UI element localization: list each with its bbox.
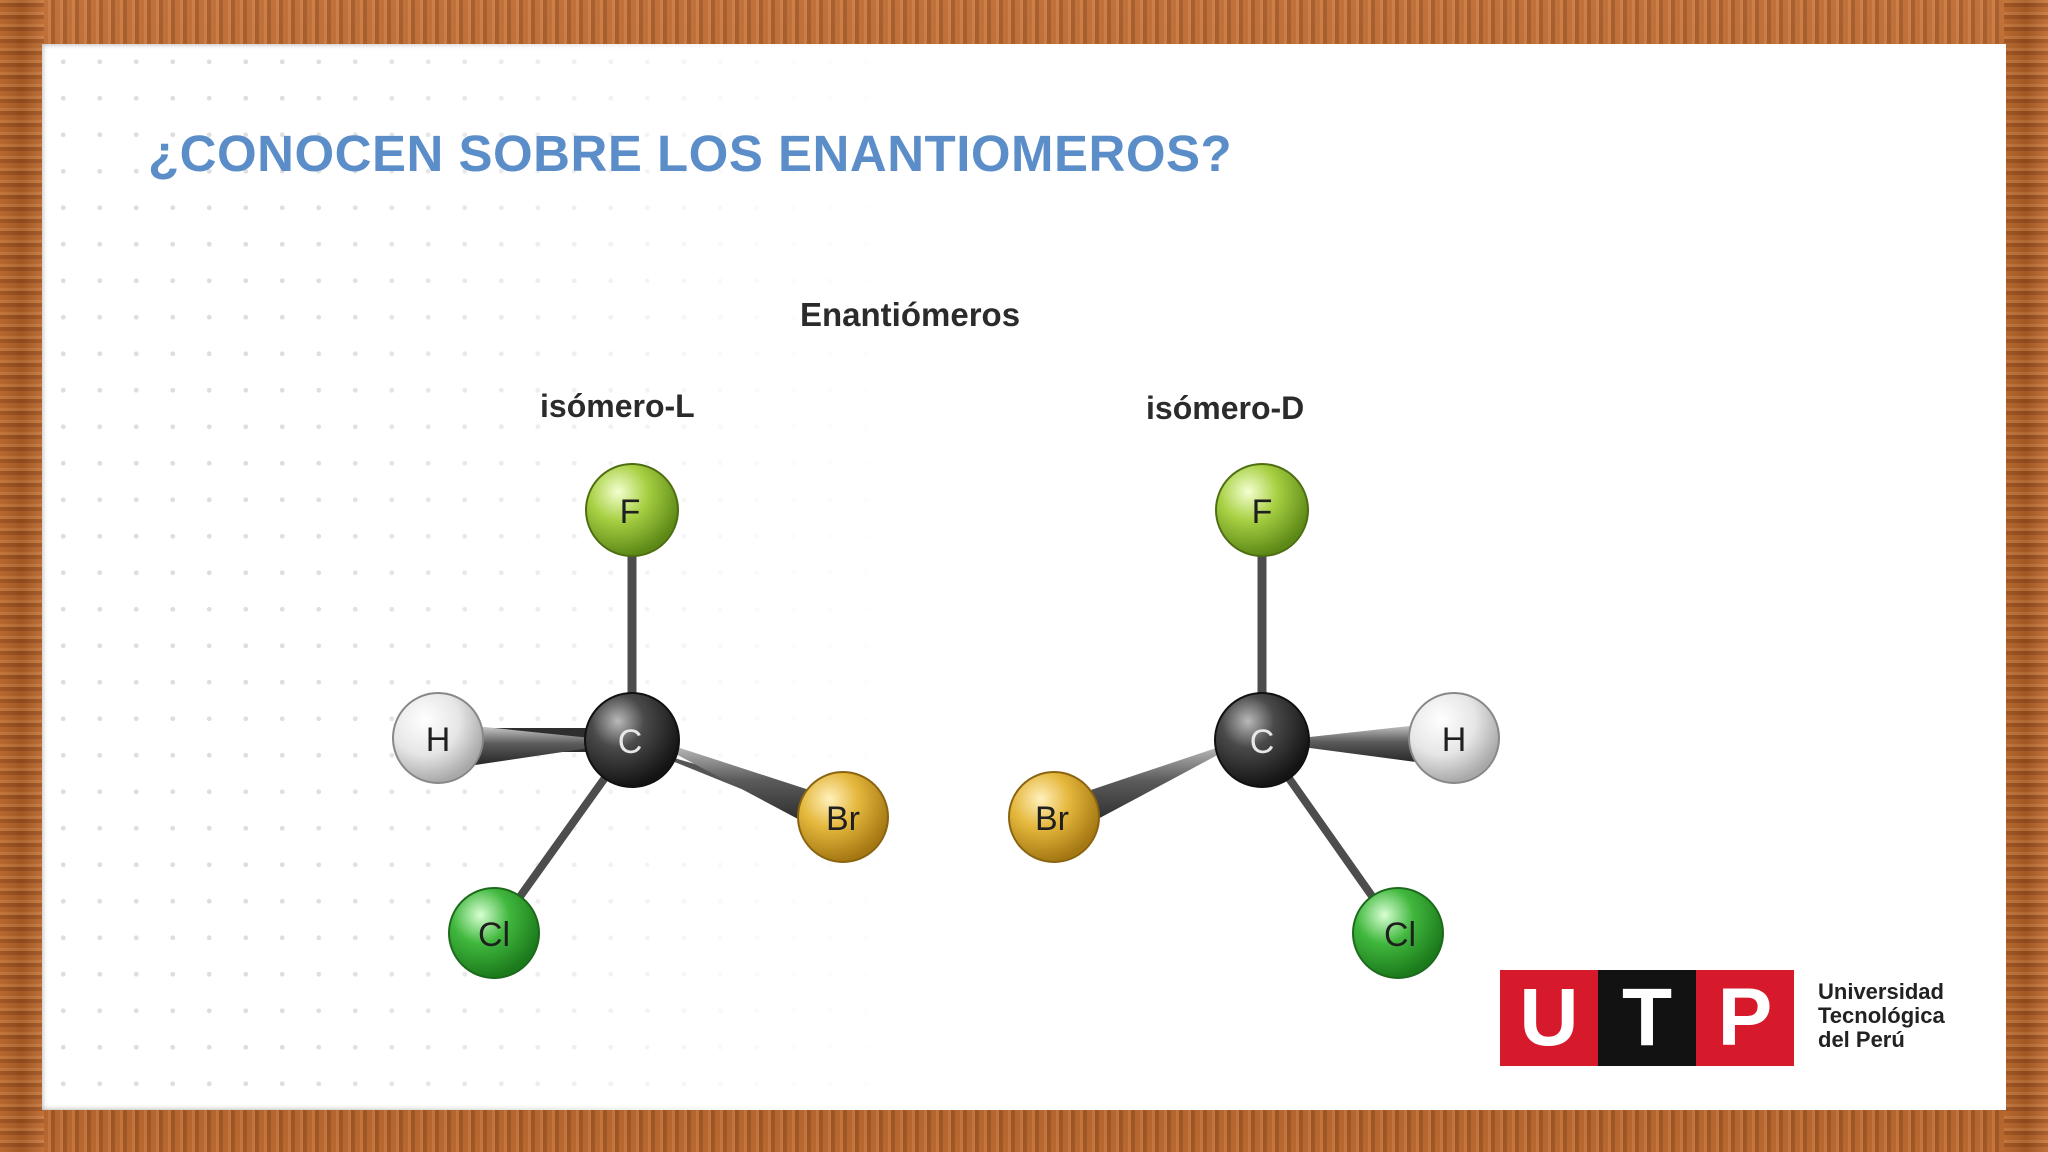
atom-c-left-label: C: [618, 723, 643, 761]
logo-line-3: del Perú: [1818, 1027, 1905, 1052]
logo-letter-u: U: [1500, 970, 1598, 1066]
atom-h-left: [392, 692, 484, 784]
atom-f-right-label: F: [1252, 493, 1273, 531]
atom-c-right: [1214, 692, 1310, 788]
wedge-c-h-left-shade: [455, 724, 630, 768]
atom-cl-right: [1352, 887, 1444, 979]
atom-br-left-label: Br: [826, 800, 860, 838]
wedge-c-h-right: [1264, 722, 1446, 766]
atom-f-right: [1215, 463, 1309, 557]
atom-br-left: [797, 771, 889, 863]
atom-c-right-label: C: [1250, 723, 1275, 761]
logo-letter-t: T: [1598, 970, 1696, 1066]
logo-university-name: Universidad Tecnológica del Perú: [1818, 980, 1945, 1052]
atom-h-right: [1408, 692, 1500, 784]
atom-br-right: [1008, 771, 1100, 863]
logo-letter-p: P: [1696, 970, 1794, 1066]
atom-br-right-label: Br: [1035, 800, 1069, 838]
logo-line-2: Tecnológica: [1818, 1003, 1945, 1028]
diagram-heading: Enantiómeros: [800, 296, 1021, 333]
right-molecule: F H Br Cl C: [1008, 463, 1500, 979]
atom-cl-left-label: Cl: [478, 916, 510, 954]
atom-f-left-label: F: [620, 493, 641, 531]
atom-h-left-label: H: [426, 721, 451, 759]
atom-f-left: [585, 463, 679, 557]
atom-h-right-label: H: [1442, 721, 1467, 759]
dot-pattern-fade: [42, 44, 2006, 1110]
atom-cl-left: [448, 887, 540, 979]
wooden-frame-right: [2004, 0, 2048, 1152]
slide-title: ¿CONOCEN SOBRE LOS ENANTIOMEROS?: [148, 125, 1233, 182]
left-molecule: F H Br Cl C: [392, 463, 889, 979]
logo-line-1: Universidad: [1818, 979, 1944, 1004]
whiteboard: [42, 44, 2006, 1110]
wedge-c-br-right: [1055, 735, 1255, 836]
wedge-c-br-left-shade: [640, 735, 840, 835]
right-isomer-label: isómero-D: [1146, 390, 1305, 426]
wooden-frame-left: [0, 0, 44, 1152]
atom-cl-right-label: Cl: [1384, 916, 1416, 954]
atom-c-left: [584, 692, 680, 788]
left-isomer-label: isómero-L: [540, 388, 695, 424]
